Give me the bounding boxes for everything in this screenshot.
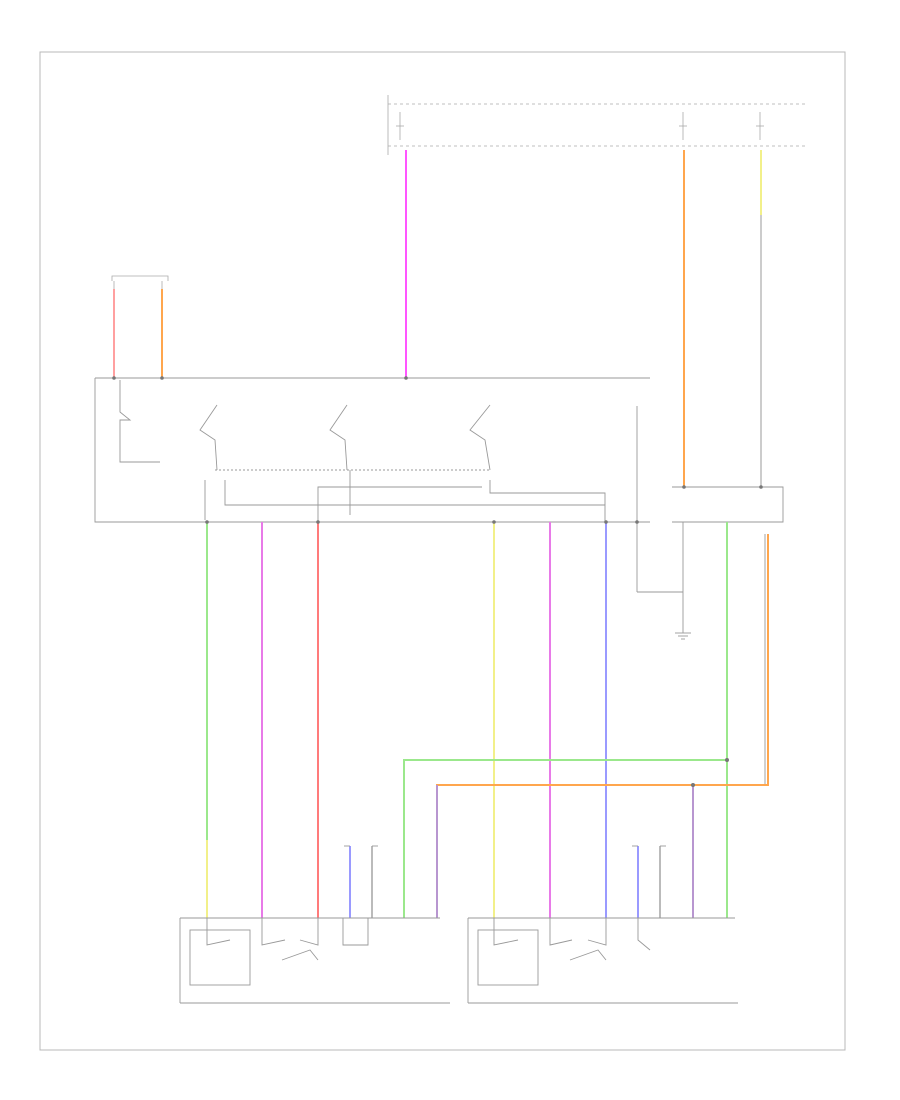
fuse-box [387, 95, 808, 155]
junction-dots [112, 376, 763, 787]
left-door-switch-group [179, 845, 450, 1004]
control-module [94, 377, 650, 523]
right-door-switch-group [467, 845, 738, 1004]
wires [113, 150, 769, 918]
stop-lamp-switch [111, 275, 169, 289]
diagram-frame [39, 51, 846, 1051]
relay-module [636, 486, 784, 785]
